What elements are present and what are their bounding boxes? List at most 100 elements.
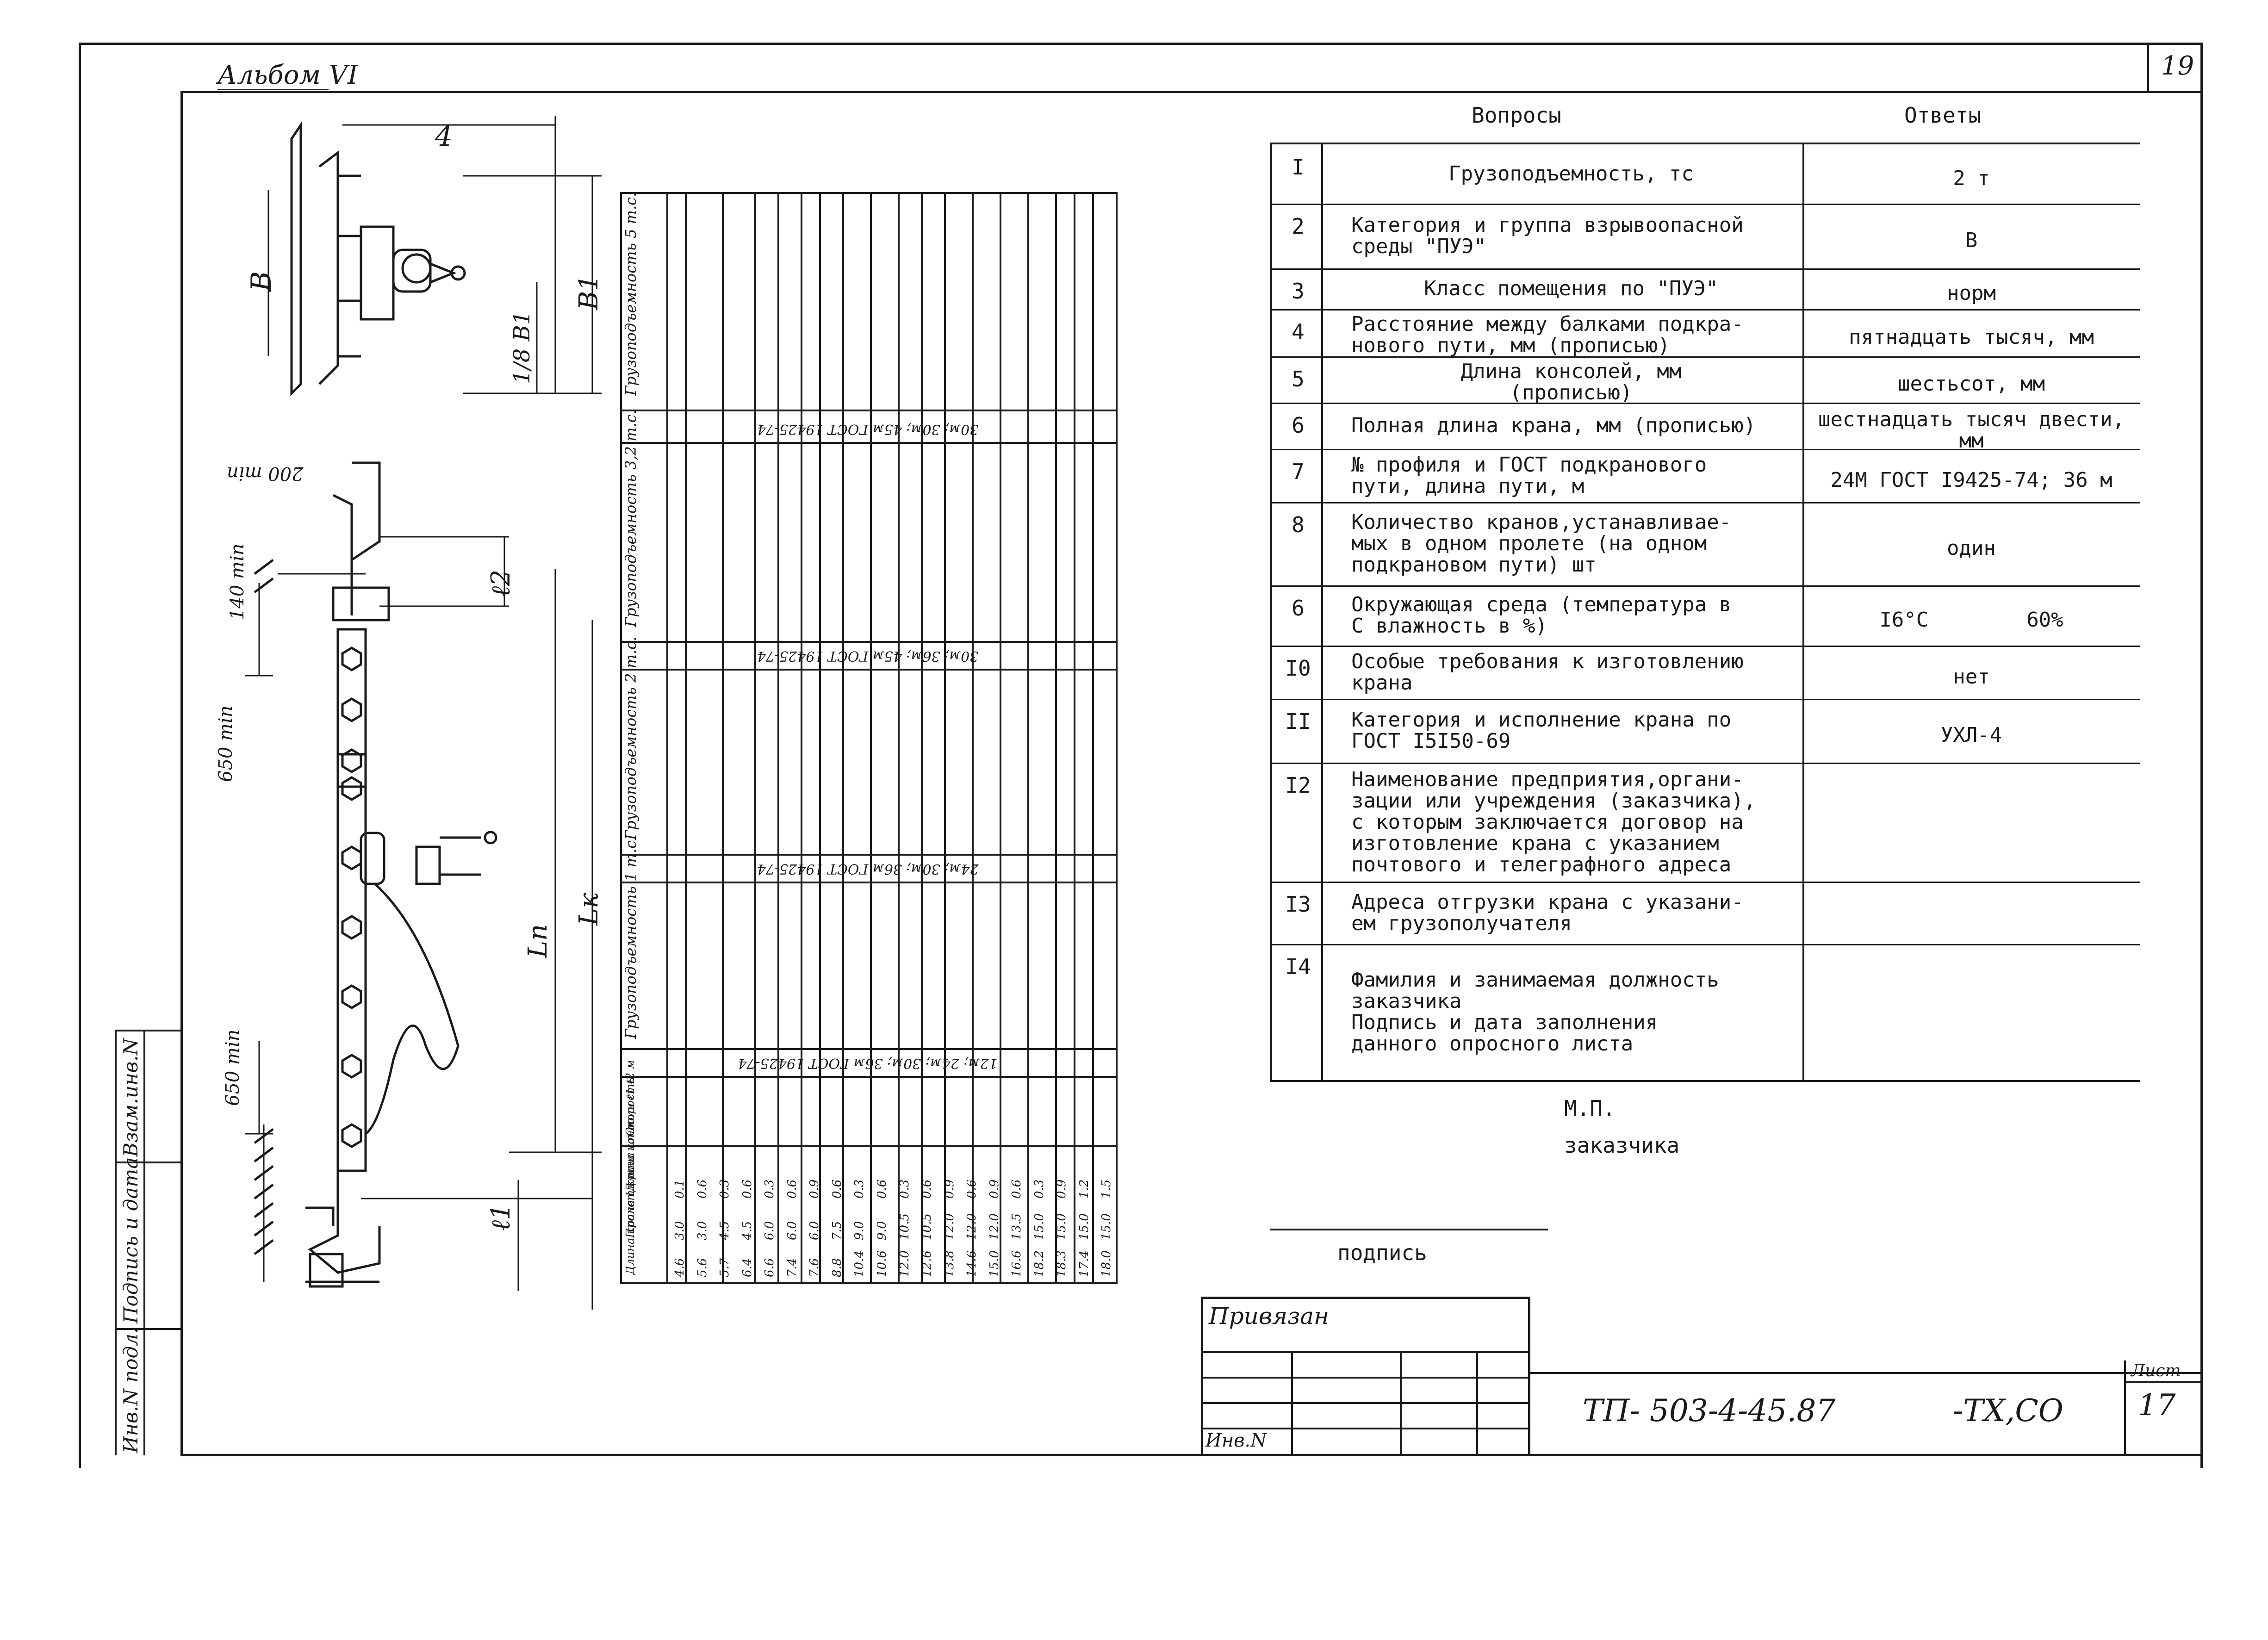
crane-console-cell: 0.9	[808, 1179, 822, 1199]
crane-span-cell: 15.0	[1100, 1213, 1114, 1240]
q-table-col-num	[1321, 143, 1323, 1082]
q-row-answer: УХЛ-4	[1940, 723, 2002, 747]
min-140-label: 140 min	[227, 543, 248, 620]
q-row-number: 8	[1292, 512, 1305, 537]
q-row-answer: 24М ГОСТ I9425-74; 36 м	[1830, 468, 2113, 492]
crane-table-border-bottom	[620, 1282, 1118, 1284]
dim-4-label: 4	[435, 120, 453, 153]
q-row-divider	[1270, 944, 2140, 945]
inner-frame-bottom	[180, 1454, 2203, 1456]
crane-length-cell: 18.2	[1032, 1250, 1046, 1277]
crane-length-cell: 10.6	[875, 1250, 889, 1277]
crane-console-cell: 0.6	[965, 1179, 979, 1199]
crane-length-cell: 12.6	[920, 1250, 934, 1277]
outer-frame-left	[79, 43, 81, 1468]
side-stamp-mid	[143, 1030, 145, 1455]
tb-row2	[1201, 1377, 1529, 1379]
crane-span-cell: 10.5	[920, 1213, 934, 1240]
q-row-divider	[1270, 204, 2140, 205]
q-row-divider	[1270, 763, 2140, 764]
dim-l1-label: ℓ1	[486, 1204, 516, 1231]
q-row-question: Класс помещения по "ПУЭ"	[1424, 277, 1718, 300]
q-row-answer: шестьсот, мм	[1898, 372, 2045, 396]
tb-col1	[1291, 1351, 1293, 1455]
signature-label: подпись	[1337, 1240, 1427, 1265]
crane-length-cell: 16.6	[1010, 1250, 1024, 1277]
crane-console-cell: 0.9	[942, 1179, 957, 1199]
q-row-question: Адреса отгрузки крана с указани- ем груз…	[1351, 890, 1744, 935]
crane-length-cell: 7.6	[808, 1258, 822, 1277]
crane-span-cell: 6.0	[763, 1221, 777, 1240]
crane-span-cell: 15.0	[1055, 1213, 1069, 1240]
outer-frame-right	[2200, 43, 2203, 1468]
q-row-question: Окружающая среда (температура в С влажно…	[1351, 593, 1732, 638]
sheet-number-top: 19	[2161, 51, 2194, 81]
q-row-number: 6	[1292, 596, 1305, 621]
crane-console-cell: 0.9	[987, 1179, 1001, 1199]
crane-span-cell: 15.0	[1077, 1213, 1091, 1240]
q-table-col-left	[1270, 143, 1272, 1082]
gost-note-5t: 30м; 30м; 45м ГОСТ 19425-74	[757, 421, 979, 437]
header-speed: Скорость	[624, 1077, 637, 1136]
min-650a-label: 650 min	[215, 705, 236, 782]
q-row-number: I	[1292, 155, 1305, 180]
q-row-question: Особые требования к изготовлению крана	[1351, 649, 1744, 695]
crane-length-cell: 10.4	[852, 1250, 867, 1277]
min-650b-label: 650 min	[222, 1029, 243, 1106]
crane-console-cell: 0.3	[763, 1179, 777, 1199]
crane-console-cell: 0.3	[718, 1179, 732, 1199]
q-row-answer: шестнадцать тысяч двести, мм	[1818, 408, 2125, 453]
tb-list-label: Лист	[2131, 1361, 2181, 1380]
crane-length-cell: 13.8	[942, 1250, 957, 1277]
q-row-number: 4	[1292, 319, 1305, 344]
q-row-number: 6	[1292, 413, 1305, 438]
q-row-question: Длина консолей, мм (прописью)	[1460, 360, 1682, 404]
tb-list-num: 17	[2138, 1388, 2176, 1423]
q-row-divider	[1270, 449, 2140, 450]
crane-console-cell: 0.3	[852, 1179, 867, 1199]
crane-length-cell: 5.7	[718, 1258, 732, 1277]
crane-console-cell: 0.6	[875, 1179, 889, 1199]
crane-console-cell: 0.3	[1032, 1179, 1046, 1199]
crane-span-cell: 12.0	[965, 1213, 979, 1240]
q-table-top	[1270, 143, 2140, 144]
crane-span-cell: 12.0	[987, 1213, 1001, 1240]
tb-list-left	[2124, 1360, 2126, 1455]
q-row-divider	[1270, 356, 2140, 358]
q-row-question: Полная длина крана, мм (прописью)	[1351, 414, 1756, 437]
crane-table-border-right	[1116, 192, 1118, 1284]
crane-console-cell: 0.6	[920, 1179, 934, 1199]
stamp-mp: М.П.	[1564, 1096, 1616, 1121]
q-row-number: II	[1285, 709, 1311, 734]
crane-length-cell: 6.6	[763, 1258, 777, 1277]
q-row-question: Расстояние между балками подкра- нового …	[1351, 312, 1744, 357]
crane-console-cell: 0.6	[830, 1179, 844, 1199]
signature-line	[1270, 1229, 1548, 1230]
crane-span-cell: 9.0	[852, 1221, 867, 1240]
q-row-answer: пятнадцать тысяч, мм	[1849, 325, 2094, 349]
gost-note-1t: 12м; 24м; 30м; 36м ГОСТ 19425-74	[738, 1055, 998, 1071]
dim-b-label: В	[245, 271, 278, 292]
crane-span-cell: 9.0	[875, 1221, 889, 1240]
side-stamp-div2	[115, 1328, 180, 1330]
dim-b1-label: В1	[574, 274, 604, 310]
inner-frame-left	[180, 91, 183, 1456]
crane-span-cell: 15.0	[1032, 1213, 1046, 1240]
crane-span-cell: 4.5	[740, 1221, 754, 1240]
crane-length-cell: 5.6	[695, 1258, 709, 1277]
tb-privyazan: Привязан	[1209, 1303, 1330, 1329]
tb-col2	[1400, 1351, 1402, 1455]
crane-length-cell: 8.8	[830, 1258, 844, 1277]
crane-length-cell: 15.0	[987, 1250, 1001, 1277]
side-stamp-div1	[115, 1162, 180, 1163]
q-row-number: 2	[1292, 214, 1305, 239]
gost-note-2t: 24м; 30м; 36м ГОСТ 19425-74	[757, 861, 979, 877]
min-200-label: 200 min	[227, 463, 304, 484]
q-row-number: I2	[1285, 773, 1311, 798]
side-stamp-left	[115, 1030, 117, 1455]
group-2t-label: Грузоподъемность 2 т.с.	[622, 636, 640, 840]
crane-console-cell: 0.6	[785, 1179, 799, 1199]
q-row-question: Категория и группа взрывоопасной среды "…	[1351, 213, 1744, 258]
q-row-answer: норм	[1947, 281, 1996, 305]
tb-list-sep	[2124, 1381, 2203, 1383]
